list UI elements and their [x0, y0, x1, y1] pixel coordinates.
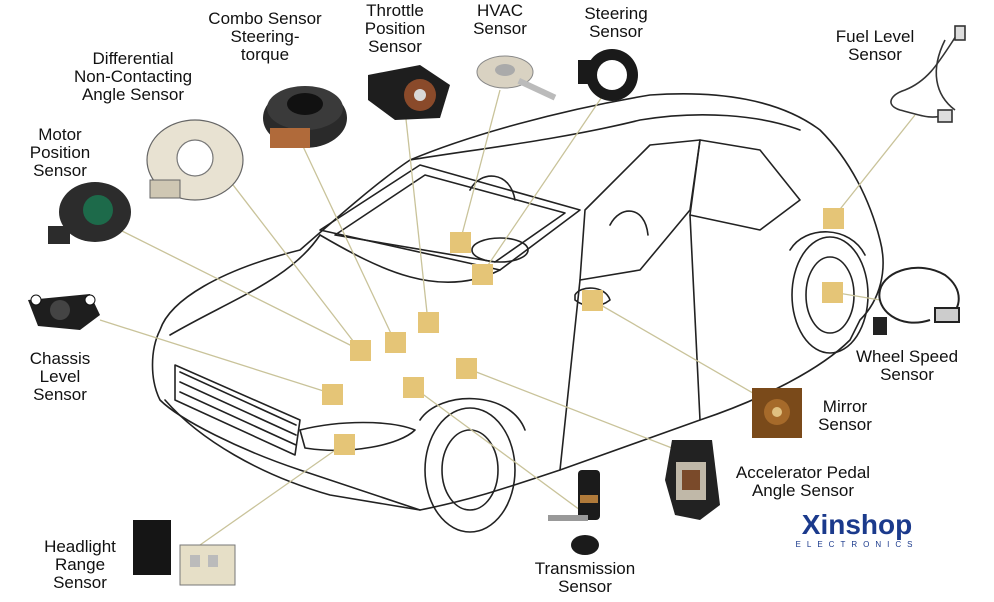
marker: [823, 208, 844, 229]
steering-sensor-label: Steering Sensor: [584, 4, 648, 41]
logo-brand: Xinshop: [801, 509, 913, 540]
transmission-sensor-label: Transmission Sensor: [534, 559, 636, 596]
car-outline: [151, 92, 884, 533]
motor-position-sensor-icon: [48, 182, 131, 244]
hvac-sensor-label: HVAC Sensor: [473, 1, 527, 38]
hvac-sensor-icon: [476, 55, 557, 101]
marker: [582, 290, 603, 311]
throttle-sensor-icon: [368, 65, 450, 120]
marker: [385, 332, 406, 353]
headlight-range-sensor-icon: [133, 520, 236, 586]
chassis-level-sensor-icon: [28, 294, 100, 330]
marker: [456, 358, 477, 379]
differential-sensor-icon: [146, 119, 244, 201]
sensor-markers: [322, 208, 844, 455]
chassis-level-sensor-label: Chassis Level Sensor: [29, 349, 91, 404]
fuel-level-sensor-label: Fuel Level Sensor: [835, 27, 915, 64]
marker: [418, 312, 439, 333]
mirror-sensor-label: Mirror Sensor: [818, 397, 872, 434]
accelerator-sensor-icon: [665, 440, 720, 520]
wheel-speed-sensor-label: Wheel Speed Sensor: [855, 347, 959, 384]
wheel-speed-sensor-icon: [873, 266, 960, 335]
marker: [472, 264, 493, 285]
combo-sensor-icon: [263, 86, 347, 148]
marker: [350, 340, 371, 361]
differential-sensor-label: Differential Non-Contacting Angle Sensor: [73, 49, 193, 104]
fuel-level-sensor-icon: [890, 25, 966, 123]
marker: [822, 282, 843, 303]
xinshop-logo: Xinshop ELECTRONICS: [782, 510, 932, 550]
marker: [403, 377, 424, 398]
combo-sensor-label: Combo Sensor Steering- torque: [208, 9, 322, 64]
mirror-sensor-icon: [752, 388, 802, 438]
transmission-sensor-icon: [548, 470, 600, 555]
marker: [450, 232, 471, 253]
accelerator-sensor-label: Accelerator Pedal Angle Sensor: [735, 463, 871, 500]
leader-lines: [99, 84, 916, 546]
marker: [322, 384, 343, 405]
headlight-range-sensor-label: Headlight Range Sensor: [44, 537, 116, 592]
steering-sensor-icon: [578, 49, 638, 101]
throttle-sensor-label: Throttle Position Sensor: [364, 1, 426, 56]
logo-subtitle: ELECTRONICS: [795, 540, 919, 549]
marker: [334, 434, 355, 455]
motor-position-sensor-label: Motor Position Sensor: [29, 125, 91, 180]
